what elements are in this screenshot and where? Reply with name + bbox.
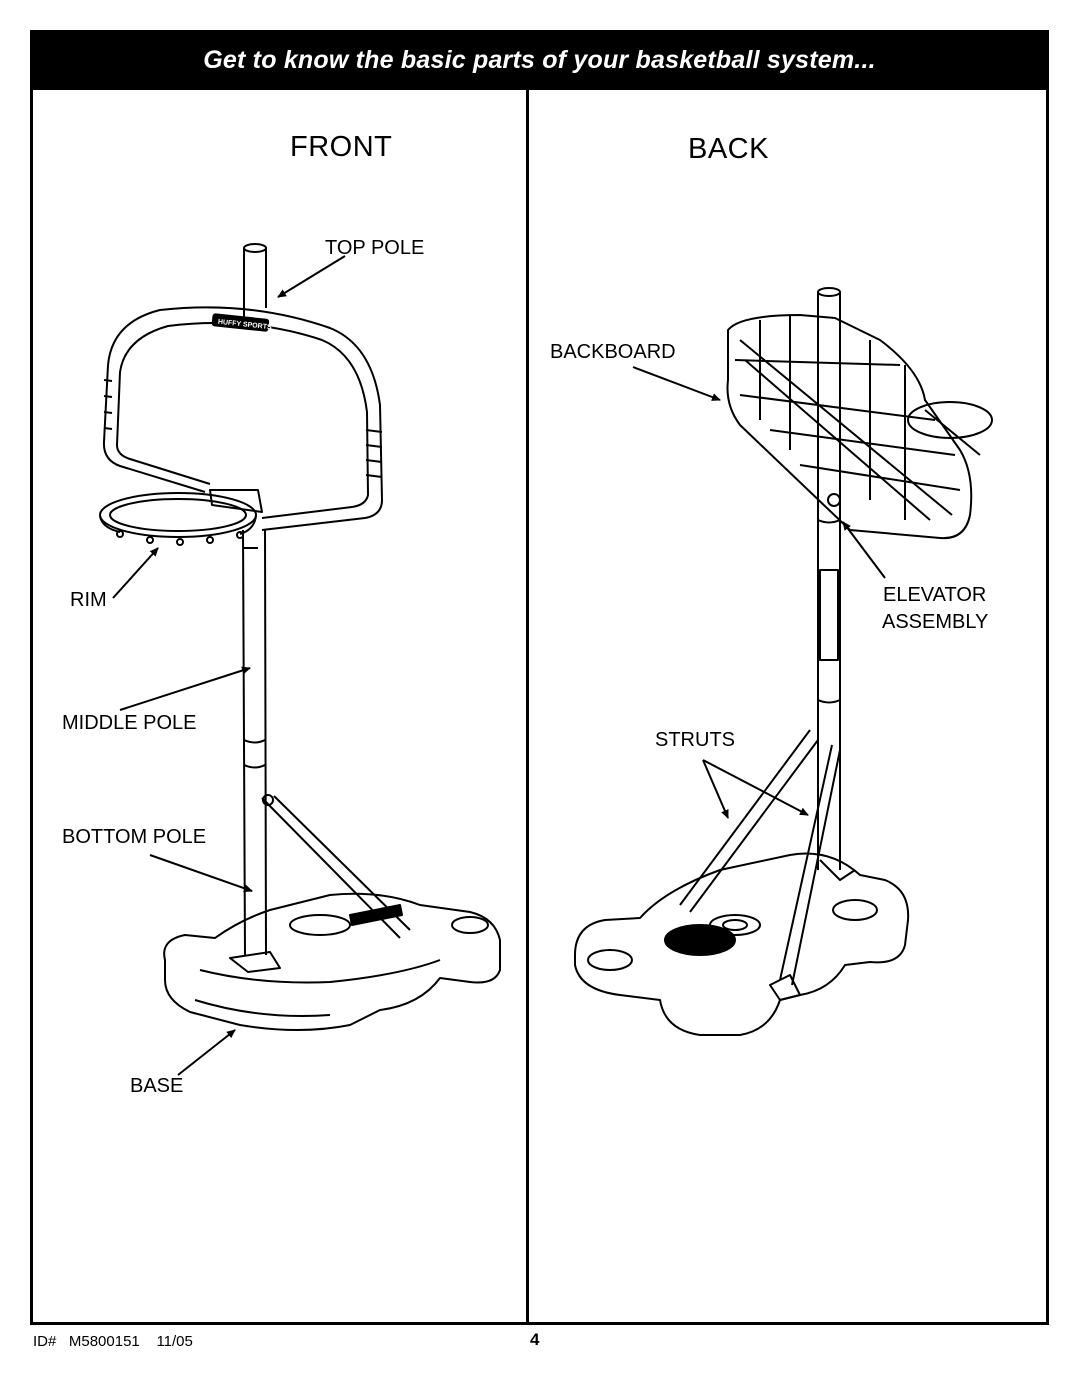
back-base [574,852,910,1036]
front-rim [99,489,263,546]
label-bottom-pole: BOTTOM POLE [62,826,207,848]
back-backboard [726,314,993,540]
footer-date: 11/05 [156,1333,193,1350]
label-top-pole: TOP POLE [325,237,425,259]
label-base: BASE [130,1075,184,1097]
label-elevator-line1: ELEVATOR [883,584,987,606]
footer-id: ID# M5800151 11/05 [33,1333,193,1350]
page-banner: Get to know the basic parts of your bask… [30,30,1049,90]
label-struts: STRUTS [655,729,735,751]
front-system-drawing: HUFFY SPORTS [99,243,501,1076]
back-heading: BACK [688,133,769,165]
footer-id-label: ID# [33,1333,57,1350]
back-system-drawing [574,287,993,1036]
banner-title: Get to know the basic parts of your bask… [203,45,876,74]
page-number: 4 [530,1330,540,1349]
label-backboard: BACKBOARD [550,341,676,363]
front-heading: FRONT [290,131,393,163]
front-base [163,892,501,1031]
label-rim: RIM [70,589,107,611]
front-backboard: HUFFY SPORTS [102,306,383,531]
panel-divider [526,90,529,1325]
footer-id-value: M5800151 [68,1333,140,1350]
label-middle-pole: MIDDLE POLE [62,712,197,734]
label-elevator-line2: ASSEMBLY [882,611,989,633]
